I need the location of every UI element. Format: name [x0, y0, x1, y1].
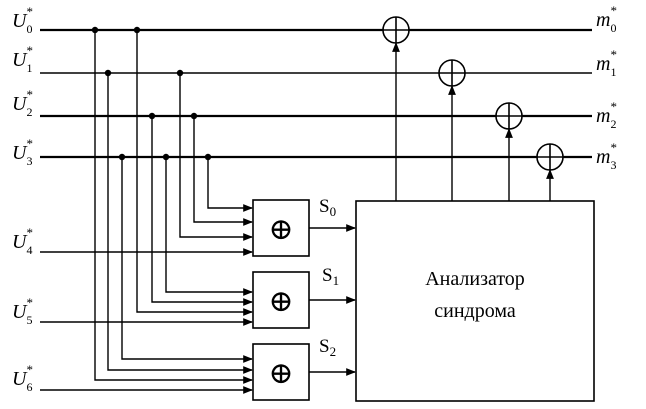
junction-dot [118, 153, 126, 161]
syndrome-label-s2: S2 [319, 336, 336, 359]
output-label-m0: m0* [596, 3, 617, 35]
junction-dot [148, 112, 156, 120]
output-xor-1 [438, 59, 466, 87]
xor-symbol-0: ⊕ [268, 213, 293, 246]
tap-u3-g0 [207, 157, 253, 212]
output-label-m3: m3* [596, 140, 617, 172]
input-label-u6: U6* [12, 362, 33, 394]
input-label-u1: U1* [12, 43, 33, 75]
tap-u1-g2 [107, 73, 253, 374]
junction-dot [204, 153, 212, 161]
output-label-m2: m2* [596, 99, 617, 131]
tap-u0-g1 [136, 30, 253, 316]
input-label-u3: U3* [12, 136, 33, 168]
tap-u2-g0 [193, 116, 253, 226]
input-label-u0: U0* [12, 4, 33, 36]
output-xor-3 [536, 143, 564, 171]
tap-u3-g1 [165, 157, 253, 296]
junction-dot [91, 26, 99, 34]
output-xor-2 [495, 102, 523, 130]
output-xor-0 [382, 16, 410, 44]
tap-u2-g1 [151, 116, 253, 306]
tap-u0-g2 [94, 30, 253, 384]
syndrome-label-s1: S1 [322, 265, 339, 288]
syndrome-analyzer-box [355, 200, 595, 402]
tap-u3-g2 [121, 157, 253, 363]
junction-dot [133, 26, 141, 34]
xor-symbol-1: ⊕ [268, 285, 293, 318]
input-label-u5: U5* [12, 295, 33, 327]
output-label-m1: m1* [596, 47, 617, 79]
junction-dot [162, 153, 170, 161]
input-label-u4: U4* [12, 225, 33, 257]
xor-symbol-2: ⊕ [268, 357, 293, 390]
analyzer-title-line1: Анализатор [425, 268, 525, 290]
junction-dot [190, 112, 198, 120]
input-label-u2: U2* [12, 87, 33, 119]
analyzer-title-line2: синдрома [434, 300, 516, 322]
syndrome-label-s0: S0 [319, 196, 336, 219]
tap-u1-g0 [179, 73, 253, 241]
junction-dot [176, 69, 184, 77]
junction-dot [104, 69, 112, 77]
